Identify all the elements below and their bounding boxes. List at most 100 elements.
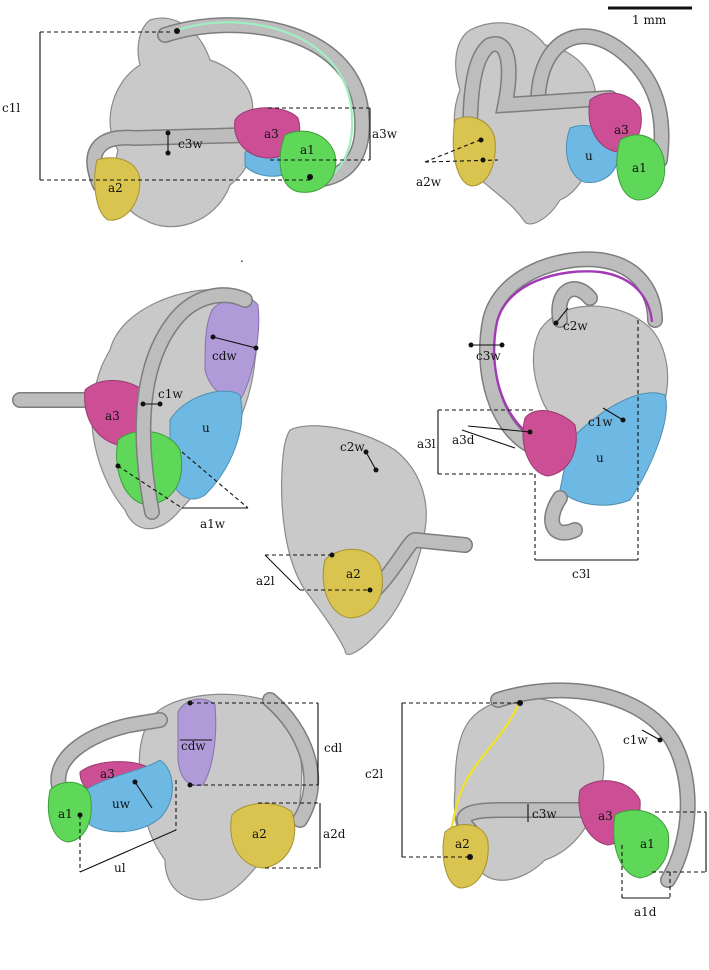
- cdl-dot-2: [187, 782, 193, 788]
- panel-2: a3 u a1 a2w: [416, 22, 670, 225]
- ampulla-a1: [47, 781, 92, 843]
- anterior-canal: [136, 288, 252, 519]
- c3w-dot-bottom: [165, 150, 171, 156]
- panel-4: c2w c3w c1w a3l a3d u c3l: [417, 251, 669, 581]
- a1-label: a1: [640, 837, 655, 851]
- ampulla-a2: [442, 824, 489, 889]
- cdl-label: cdl: [324, 741, 342, 755]
- ul-line: [79, 829, 177, 873]
- a1w-dot-1: [115, 463, 121, 469]
- ampulla-a2: [230, 802, 296, 869]
- c3w-label: c3w: [178, 137, 203, 151]
- a2l-label: a2l: [256, 574, 275, 588]
- ampulla-a1: [616, 134, 666, 201]
- c1w-measure: [602, 407, 624, 421]
- a1-label: a1: [58, 807, 73, 821]
- panel-1: c1l c3w a3 a1 a2 a3w: [2, 17, 398, 228]
- c2w-dot-2: [373, 467, 379, 473]
- u-label: u: [585, 149, 593, 163]
- panel-3: cdw c1w a3 u a1w: [12, 287, 260, 531]
- uw-measure: [134, 781, 153, 809]
- c1l-start-dot: [174, 28, 180, 34]
- a3l-label: a3l: [417, 437, 436, 451]
- scale-bar-label: 1 mm: [632, 13, 667, 27]
- cdl-dot-1: [187, 700, 193, 706]
- c1w-label: c1w: [588, 415, 613, 429]
- a1d-label: a1d: [634, 905, 657, 919]
- uw-dot-1: [132, 779, 138, 785]
- c2l-dot-1: [517, 700, 523, 706]
- uw-label: uw: [112, 797, 131, 811]
- common-crus: [177, 698, 217, 787]
- c2w-measure: [555, 307, 569, 324]
- c2w-dot-1: [553, 320, 559, 326]
- a3d-label: a3d: [452, 433, 475, 447]
- a2w-dot-1: [478, 137, 484, 143]
- right-canal: [263, 693, 318, 827]
- c3w-dot-1: [468, 342, 474, 348]
- a2-label: a2: [346, 567, 361, 581]
- left-canal: [51, 713, 167, 797]
- ampulla-a1: [279, 130, 337, 193]
- u-label: u: [202, 421, 210, 435]
- c1w-label: c1w: [158, 387, 183, 401]
- a2w-label: a2w: [416, 175, 442, 189]
- a2d-label: a2d: [323, 827, 346, 841]
- cdw-label: cdw: [181, 739, 206, 753]
- anterior-canal: [531, 29, 669, 167]
- utricle: [84, 759, 173, 833]
- c1w-measure: [641, 729, 661, 741]
- u-label: u: [596, 451, 604, 465]
- anterior-canal: [158, 18, 369, 187]
- a2-label: a2: [252, 827, 267, 841]
- c1w-dot-1: [140, 401, 146, 407]
- c2w-dot-1: [363, 449, 369, 455]
- c1w-dot-1: [620, 417, 626, 423]
- c1w-label: c1w: [623, 733, 648, 747]
- vestibule-body: [281, 425, 427, 656]
- a2l-line: [264, 554, 301, 591]
- lower-canal: [545, 491, 582, 540]
- a2w-dot-2: [480, 157, 486, 163]
- a2w-dashed-2: [424, 159, 499, 163]
- anterior-canal: [491, 683, 695, 887]
- c3w-dot-top: [165, 130, 171, 136]
- posterior-canal: [480, 252, 662, 455]
- c2w-measure: [365, 451, 377, 471]
- c3w-dot-2: [499, 342, 505, 348]
- c3l-label: c3l: [572, 567, 590, 581]
- cdw-measure: [212, 336, 257, 349]
- stray-mark: .: [240, 251, 244, 265]
- c2l-label: c2l: [365, 767, 383, 781]
- a3-label: a3: [105, 409, 120, 423]
- c1w-dot-1: [657, 737, 663, 743]
- cdw-dot-2: [253, 345, 259, 351]
- c3-trace: [493, 270, 654, 442]
- a2w-dashed-1: [424, 139, 481, 163]
- c1w-dot-2: [157, 401, 163, 407]
- c1l-label: c1l: [2, 101, 20, 115]
- a2-label: a2: [455, 837, 470, 851]
- ampulla-a2: [322, 548, 383, 619]
- a1w-label: a1w: [200, 517, 226, 531]
- superior-canal: [552, 282, 597, 327]
- a3-label: a3: [100, 767, 115, 781]
- a3w-label: a3w: [372, 127, 398, 141]
- a2l-dot-1: [329, 552, 335, 558]
- scale-bar: 1 mm: [608, 6, 692, 27]
- utricle: [169, 390, 243, 500]
- c3w-label: c3w: [532, 807, 557, 821]
- panel-5: c2w a2l a2: [256, 425, 473, 656]
- c1l-end-dot: [307, 174, 313, 180]
- utricle: [559, 392, 667, 506]
- ampulla-a2: [94, 157, 141, 221]
- a2l-dot-2: [367, 587, 373, 593]
- ampulla-a2: [452, 116, 496, 187]
- ul-dot-1: [77, 812, 83, 818]
- panel-7: c1w c2l c3w a3 a2 a1 a1d: [365, 682, 707, 919]
- a3-label: a3: [598, 809, 613, 823]
- panel-6: cdl cdw a3 uw a1 a2 a2d ul: [47, 692, 346, 901]
- a3d-dot: [527, 429, 533, 435]
- c3w-label: c3w: [476, 349, 501, 363]
